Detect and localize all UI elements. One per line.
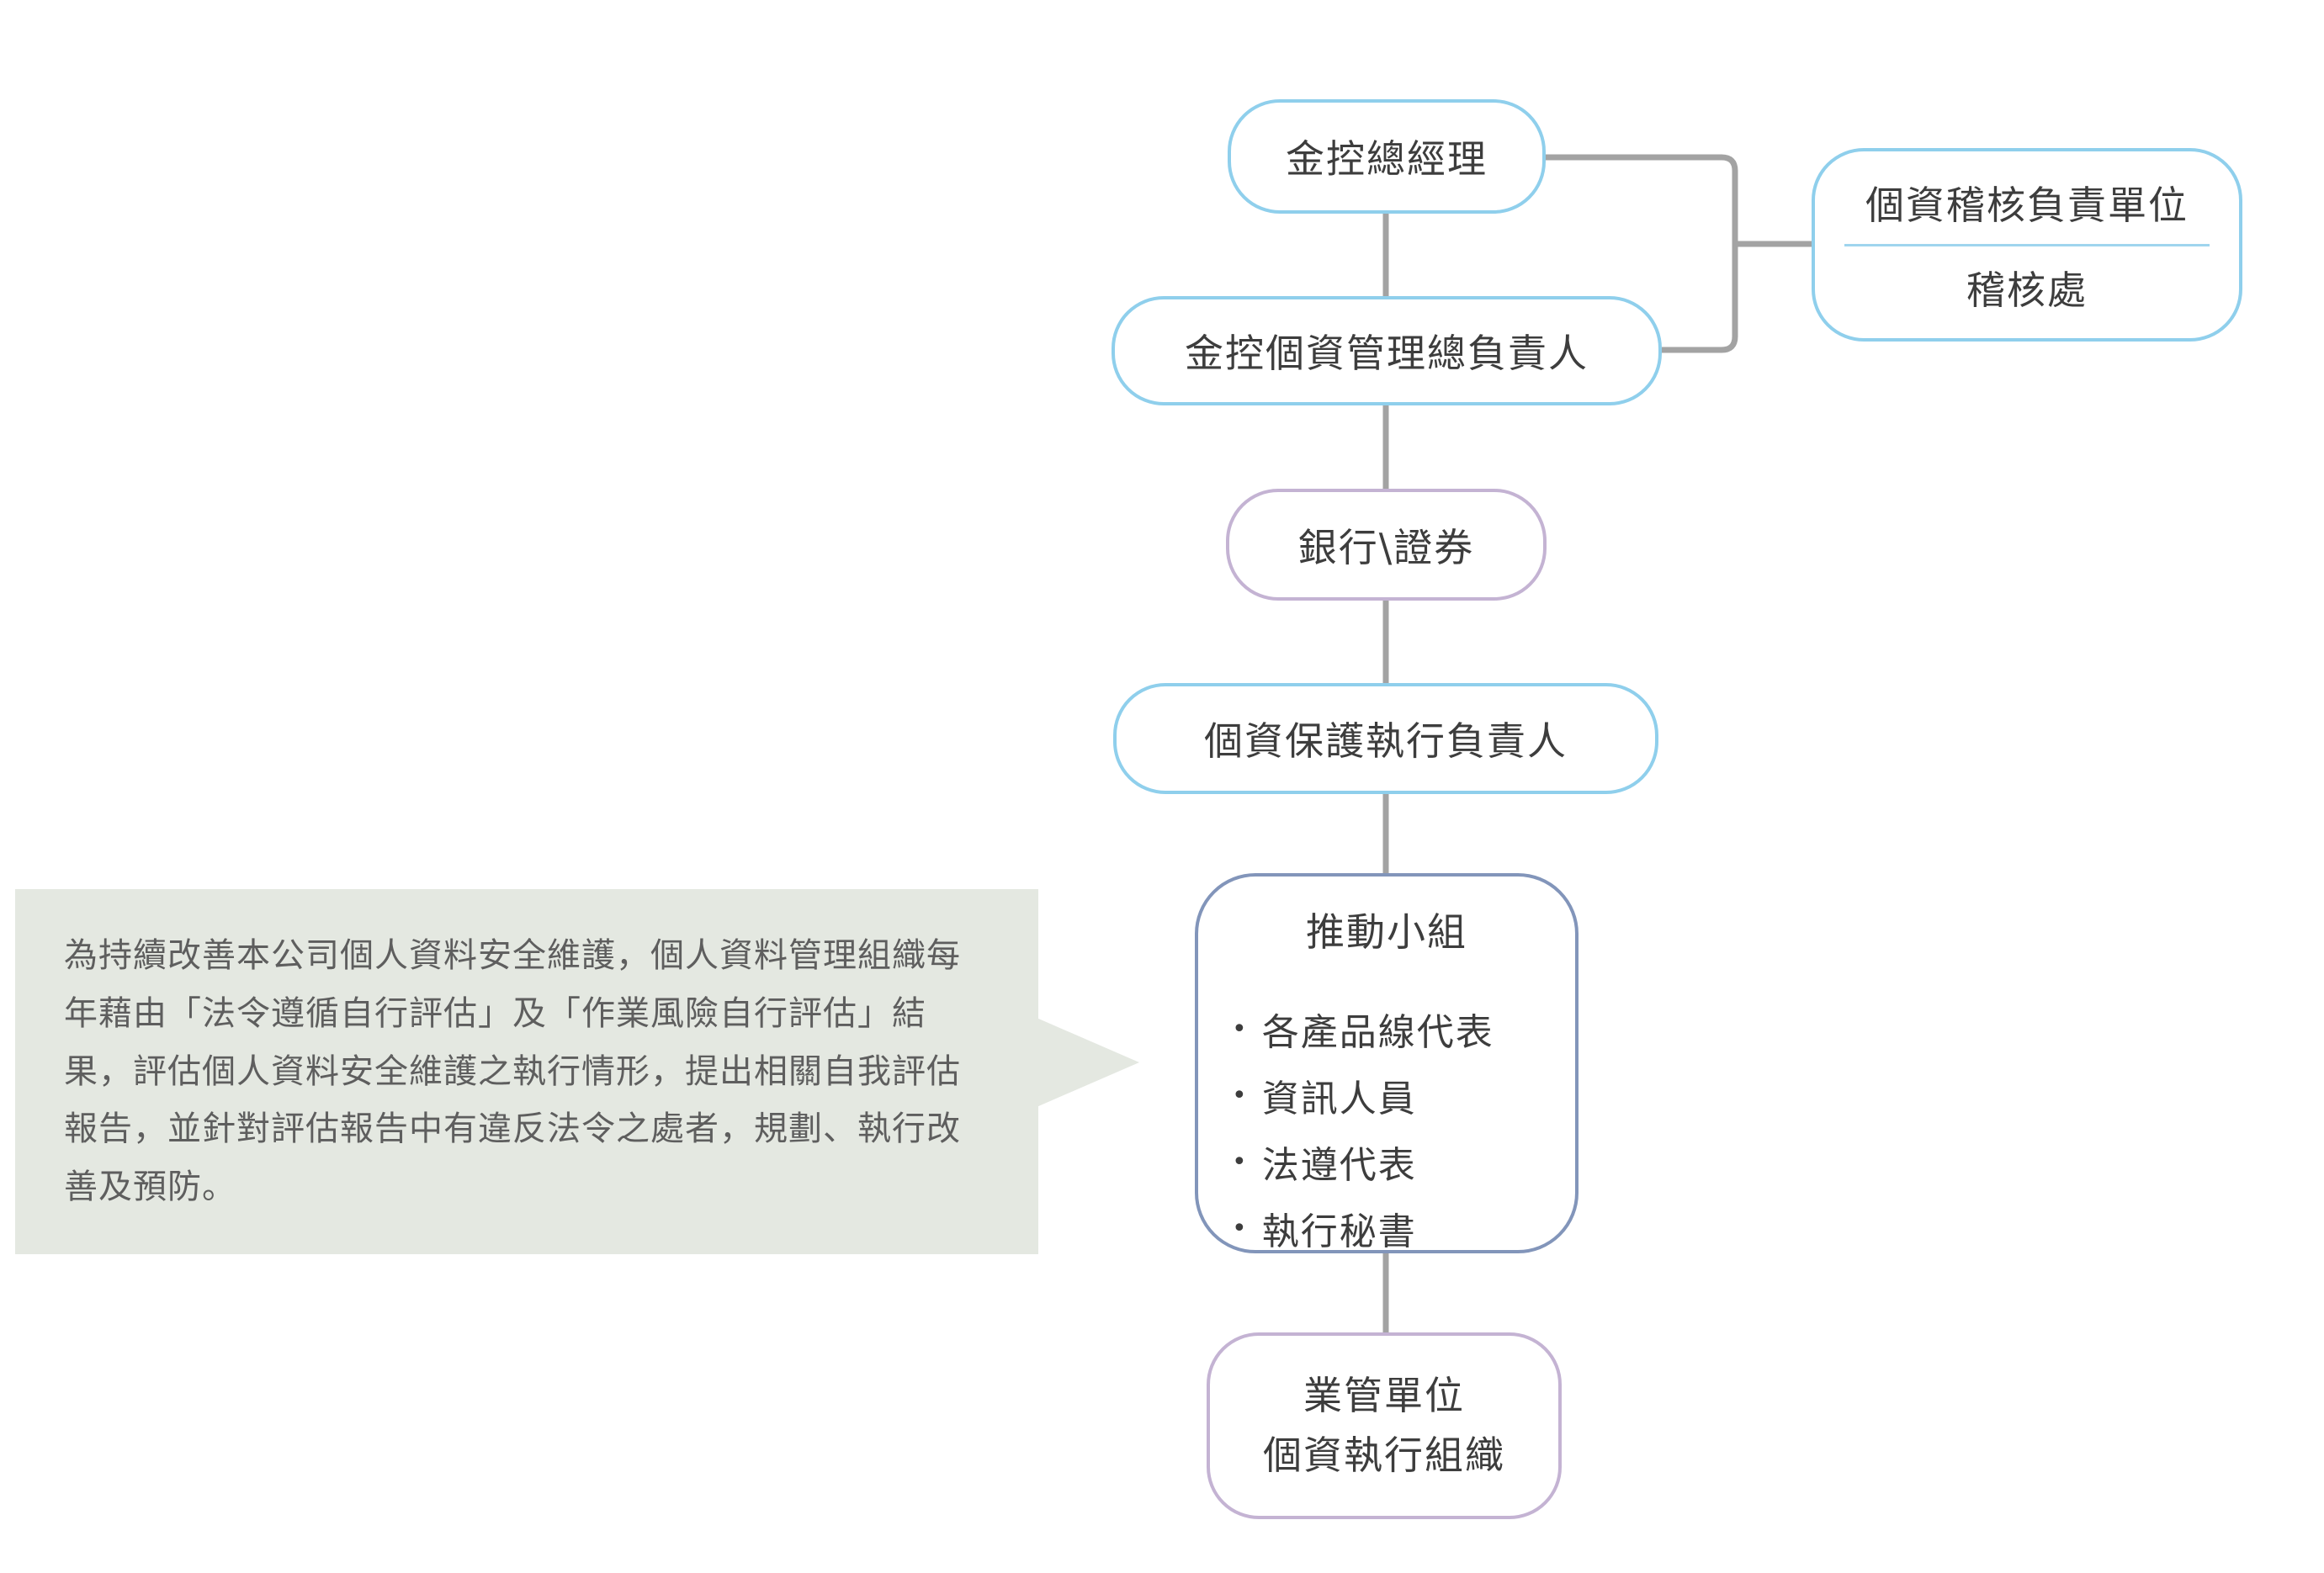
node-ceo-label: 金控總經理 [1286,136,1488,182]
node-audit-line1: 個資稽核負責單位 [1865,182,2189,228]
team-member-item: • 資訊人員 [1232,1068,1547,1122]
node-chief: 金控個資管理總負責人 [1112,296,1662,405]
team-member-label: 各產品線代表 [1261,1011,1494,1054]
team-member-label: 法遵代表 [1261,1144,1417,1187]
team-member-label: 資訊人員 [1261,1078,1417,1120]
node-audit-line2: 稽核處 [1966,267,2088,313]
node-unit-line1: 業管單位 [1303,1372,1465,1418]
bullet-icon: • [1232,1080,1249,1110]
callout-bubble: 為持續改善本公司個人資料安全維護，個人資料管理組織每年藉由「法令遵循自行評估」及… [15,889,1038,1254]
node-exec-label: 個資保護執行負責人 [1204,718,1568,764]
bullet-icon: • [1232,1213,1249,1243]
bullet-icon: • [1232,1147,1249,1177]
node-exec: 個資保護執行負責人 [1113,683,1658,794]
node-chief-label: 金控個資管理總負責人 [1185,331,1589,376]
connector-ceo-elbow [1543,154,1738,353]
team-member-item: • 各產品線代表 [1232,1002,1547,1056]
team-member-item: • 執行秘書 [1232,1201,1547,1255]
node-unit-line2: 個資執行組織 [1263,1433,1505,1478]
team-member-item: • 法遵代表 [1232,1135,1547,1189]
callout-text: 為持續改善本公司個人資料安全維護，個人資料管理組織每年藉由「法令遵循自行評估」及… [64,936,961,1207]
node-unit: 業管單位 個資執行組織 [1207,1332,1562,1519]
node-audit: 個資稽核負責單位 稽核處 [1812,148,2242,342]
bullet-icon: • [1232,1014,1249,1044]
node-ceo: 金控總經理 [1228,99,1546,214]
audit-divider [1844,243,2210,246]
team-title: 推動小組 [1306,909,1467,955]
team-member-label: 執行秘書 [1261,1210,1417,1253]
team-member-list: • 各產品線代表 • 資訊人員 • 法遵代表 • 執行秘書 [1227,989,1547,1268]
node-bank-label: 銀行\證券 [1297,524,1475,570]
node-bank: 銀行\證券 [1226,489,1547,601]
node-team: 推動小組 • 各產品線代表 • 資訊人員 • 法遵代表 • 執行秘書 [1195,873,1579,1253]
callout-pointer [1037,1018,1139,1107]
